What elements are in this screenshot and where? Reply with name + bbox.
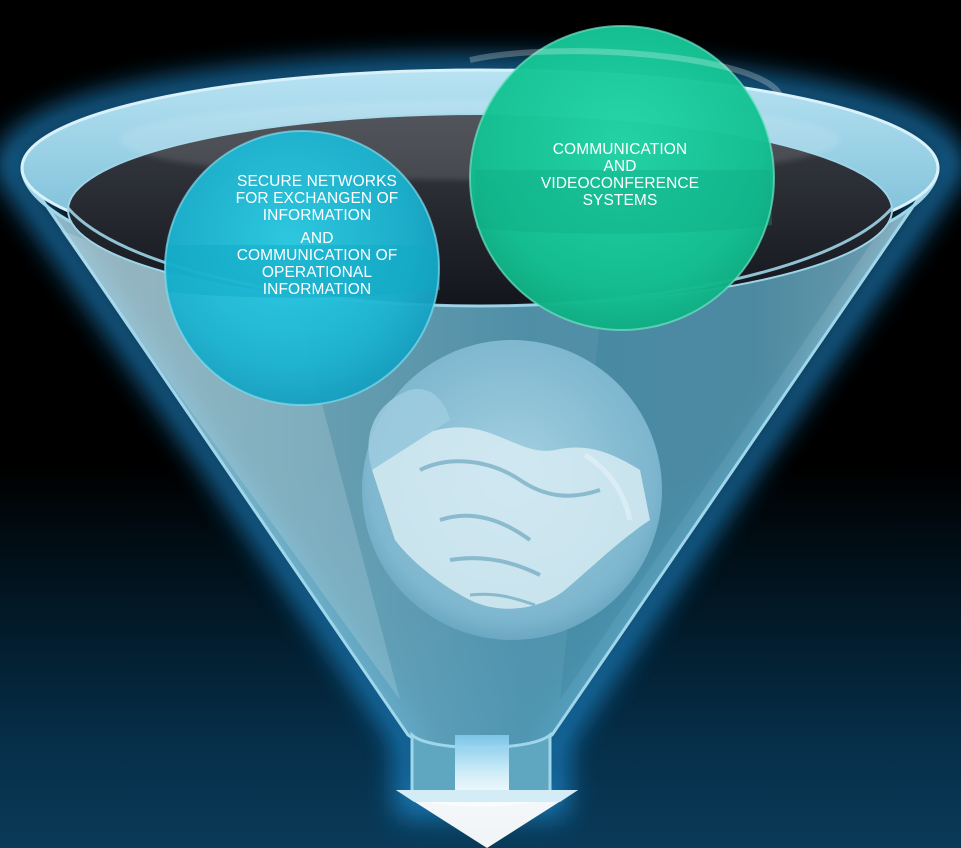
handshake-circle bbox=[362, 340, 662, 640]
communication-circle bbox=[469, 25, 775, 331]
communication-line-3: VIDEOCONFERENCE bbox=[540, 175, 700, 192]
secure-line-7: INFORMATION bbox=[262, 281, 372, 298]
communication-text: COMMUNICATION AND VIDEOCONFERENCE SYSTEM… bbox=[495, 141, 745, 209]
secure-line-1: SECURE NETWORKS bbox=[237, 173, 397, 190]
secure-networks-text: SECURE NETWORKS FOR EXCHANGEN OF INFORMA… bbox=[192, 173, 442, 298]
secure-line-6: OPERATIONAL bbox=[261, 264, 373, 281]
handshake-photo bbox=[368, 389, 650, 609]
arrow-down-icon bbox=[396, 735, 578, 848]
communication-line-4: SYSTEMS bbox=[582, 192, 658, 209]
secure-line-3: INFORMATION bbox=[262, 207, 372, 224]
communication-line-1: COMMUNICATION bbox=[552, 141, 688, 158]
communication-line-2: AND bbox=[603, 158, 637, 175]
secure-line-4: AND bbox=[300, 230, 334, 247]
secure-line-5: COMMUNICATION OF bbox=[236, 247, 398, 264]
secure-line-2: FOR EXCHANGEN OF bbox=[235, 190, 399, 207]
secure-networks-circle bbox=[164, 130, 440, 406]
